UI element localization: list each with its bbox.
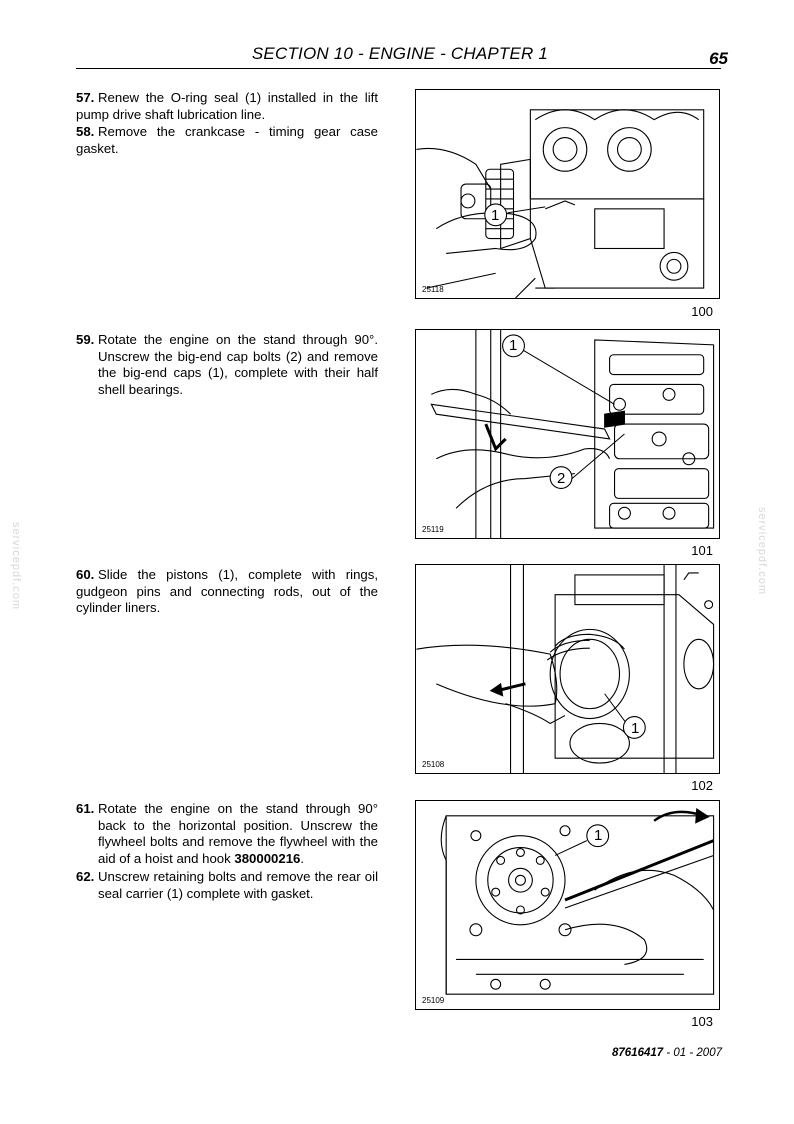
callout-layer	[604, 693, 646, 739]
callout-layer	[502, 334, 625, 490]
step-text: Renew the O-ring seal (1) installed in t…	[76, 90, 378, 122]
figure-number: 101	[691, 543, 713, 558]
step-text-part: .	[300, 850, 305, 866]
figure-number: 102	[691, 778, 713, 793]
figure-number: 100	[691, 304, 713, 319]
engine-illustration	[416, 109, 705, 298]
callout-label: 1	[509, 337, 518, 354]
figure-100: 1 25118	[415, 89, 720, 299]
figure-101: 1 2 25119	[415, 329, 720, 539]
footer: 87616417 - 01 - 2007	[560, 1047, 722, 1059]
figure-code: 25108	[422, 760, 445, 769]
callout-layer	[484, 203, 546, 227]
step-number: 60.	[76, 567, 95, 582]
figure-102: 1 25108	[415, 564, 720, 774]
document-date: - 01 - 2007	[663, 1047, 722, 1059]
header-divider	[76, 68, 721, 69]
step-59: 59. Rotate the engine on the stand throu…	[76, 332, 378, 398]
figure-103: 1 25109	[415, 800, 720, 1010]
step-text-part: Rotate the engine on the stand through 9…	[98, 801, 378, 866]
step-60: 60. Slide the pistons (1), complete with…	[76, 567, 378, 617]
figure-code: 25118	[422, 285, 444, 294]
step-text: Rotate the engine on the stand through 9…	[98, 332, 378, 397]
engine-illustration	[440, 807, 715, 995]
watermark-right: servicepdf.com	[755, 507, 768, 595]
watermark-left: servicepdf.com	[9, 522, 22, 610]
figure-number: 103	[691, 1014, 713, 1029]
document-code: 87616417	[612, 1047, 664, 1059]
section-title: SECTION 10 - ENGINE - CHAPTER 1	[251, 44, 549, 63]
step-61: 61. Rotate the engine on the stand throu…	[76, 801, 378, 867]
page-number: 65	[709, 49, 728, 68]
callout-label: 1	[594, 827, 603, 844]
step-text: Unscrew retaining bolts and remove the r…	[98, 869, 378, 901]
step-text: Remove the crankcase - timing gear case …	[76, 124, 378, 156]
engine-illustration	[416, 565, 715, 773]
step-57: 57. Renew the O-ring seal (1) installed …	[76, 90, 378, 123]
callout-layer	[554, 824, 610, 856]
step-text: Slide the pistons (1), complete with rin…	[76, 567, 378, 615]
step-number: 59.	[76, 332, 95, 347]
step-number: 58.	[76, 124, 95, 139]
callout-label: 1	[631, 720, 640, 737]
step-text: Rotate the engine on the stand through 9…	[76, 801, 378, 867]
step-number: 61.	[76, 801, 95, 816]
step-number: 57.	[76, 90, 95, 105]
callout-label: 2	[557, 470, 566, 487]
figure-code: 25119	[422, 525, 444, 534]
step-62: 62. Unscrew retaining bolts and remove t…	[76, 869, 378, 902]
step-number: 62.	[76, 869, 95, 884]
figure-code: 25109	[422, 996, 445, 1005]
step-58: 58. Remove the crankcase - timing gear c…	[76, 124, 378, 157]
engine-illustration	[430, 330, 715, 538]
tool-code: 380000216	[234, 850, 301, 866]
callout-label: 1	[491, 207, 500, 224]
